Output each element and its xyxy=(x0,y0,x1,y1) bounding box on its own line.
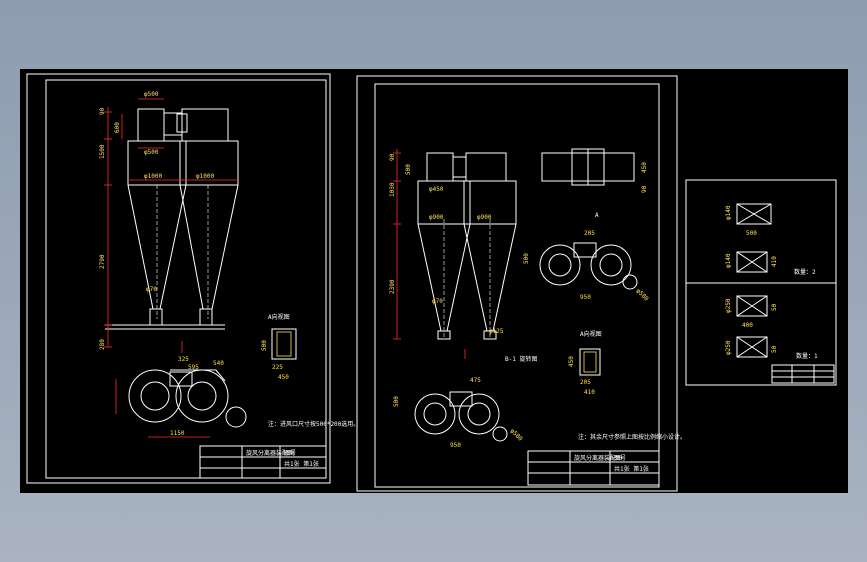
right-w3: 400 xyxy=(742,322,753,329)
dim-cone-h: 2790 xyxy=(99,254,106,269)
mid-plan-w2: 950 xyxy=(580,294,591,301)
left-vertical-dimensions: 90 600 1500 2790 280 xyxy=(99,107,123,350)
right-qty-top: 数量：2 xyxy=(794,268,816,276)
mid-title-meta1: 图号 xyxy=(614,455,626,462)
sheet-left-inner-border xyxy=(45,79,327,479)
left-title-block: 旋风分离器装配图 图号 共1张 第1张 xyxy=(199,445,327,479)
dim-plan-w1: 325 xyxy=(178,356,189,363)
middle-plan-view-lower: 475 500 950 φ580 xyxy=(393,377,524,449)
dim-body-dia1: φ1000 xyxy=(144,173,162,180)
dim-plan-total: 1150 xyxy=(170,430,185,437)
mid-dim-bottom-dia2: φ125 xyxy=(489,328,504,335)
left-section-w1: 225 xyxy=(272,364,283,371)
right-d3: φ250 xyxy=(725,298,732,313)
mid-section-title: A向视图 xyxy=(580,330,602,338)
middle-vertical-dimensions: 90 500 1030 2390 xyxy=(389,149,412,340)
left-elevation-view xyxy=(105,108,239,330)
middle-diameter-dims: φ450 φ900 φ900 φ70 φ125 xyxy=(429,186,504,335)
mid-plan2-h: 500 xyxy=(393,396,400,407)
sheet-left: 90 600 1500 2790 280 φ500 φ500 φ1000 φ10… xyxy=(26,73,359,484)
cad-model-space: .w { stroke:#ffffff; fill:none; stroke-w… xyxy=(20,69,848,493)
dim-top-dia: φ500 xyxy=(144,91,159,98)
sheet-left-outer-border xyxy=(26,73,331,484)
dim-inlet-h2: 600 xyxy=(114,122,121,133)
mid-plan2-w2: 950 xyxy=(450,442,461,449)
left-diameter-dims: φ500 φ500 φ1000 φ1000 φ70 xyxy=(128,91,238,293)
mid-plan-r: φ580 xyxy=(635,287,650,302)
mid-plan2-w1: 475 xyxy=(470,377,481,384)
mid-dim-bottom-dia1: φ70 xyxy=(432,298,443,305)
mid-rotate-note: B-1 旋转图 xyxy=(505,355,537,363)
sheet-right: φ140 500 φ140 410 数量：2 φ250 400 50 φ250 … xyxy=(685,179,837,386)
dim-base-h: 280 xyxy=(99,339,106,350)
right-d2: φ140 xyxy=(725,253,732,268)
left-title-name: 旋风分离器装配图 xyxy=(246,449,294,457)
mid-plan2-r: φ580 xyxy=(509,427,524,442)
mid-arrow-a: A xyxy=(595,212,599,219)
mid-dim-body-dia2: φ900 xyxy=(477,214,492,221)
right-w2: 410 xyxy=(771,256,778,267)
mid-dim-h3: 1030 xyxy=(389,182,396,197)
left-note: 注：进风口尺寸按500*200选用。 xyxy=(268,420,359,428)
dim-inlet-h1: 90 xyxy=(99,107,106,115)
cad-drawing: .w { stroke:#ffffff; fill:none; stroke-w… xyxy=(26,73,837,492)
middle-section-a-view: A向视图 450 205 410 xyxy=(568,330,602,396)
middle-elevation-view xyxy=(417,152,517,340)
mid-title-name: 旋风分离器装配图 xyxy=(574,454,622,462)
sheet-middle-outer-border xyxy=(356,75,678,492)
mid-plan-w1: 205 xyxy=(584,230,595,237)
left-section-w2: 450 xyxy=(278,374,289,381)
mid-dim-body-dia1: φ900 xyxy=(429,214,444,221)
mid-dim-h1: 90 xyxy=(389,153,396,161)
mid-dim-cone-h: 2390 xyxy=(389,279,396,294)
right-w1: 500 xyxy=(746,230,757,237)
left-section-title: A向视图 xyxy=(268,313,290,321)
right-d4: φ250 xyxy=(725,340,732,355)
sheet-middle: 90 500 1030 2390 φ450 φ900 φ900 φ70 φ125… xyxy=(356,75,686,492)
mid-section-w1: 205 xyxy=(580,379,591,386)
right-d1: φ140 xyxy=(725,205,732,220)
right-part-3: φ250 400 50 xyxy=(725,295,778,329)
left-plan-view: 1150 325 595 540 xyxy=(115,341,247,438)
right-part-2: φ140 410 xyxy=(725,251,778,273)
mid-section-h: 450 xyxy=(568,356,575,367)
mid-dim-h2: 500 xyxy=(405,164,412,175)
middle-title-block: 旋风分离器装配图 图号 共1张 第1张 xyxy=(527,450,660,486)
mid-dim-side-h: 450 xyxy=(641,162,648,173)
middle-plan-view-upper: A 205 500 950 φ580 xyxy=(523,212,650,303)
left-title-meta2: 共1张 第1张 xyxy=(284,460,319,468)
mid-dim-top-dia: φ450 xyxy=(429,186,444,193)
right-title-block xyxy=(771,364,835,384)
mid-title-meta2: 共1张 第1张 xyxy=(614,465,649,473)
left-title-meta1: 图号 xyxy=(284,450,296,457)
middle-side-view: 450 90 xyxy=(541,148,648,193)
left-section-a-view: A向视图 500 225 450 xyxy=(261,313,297,381)
dim-plan-w2: 595 xyxy=(188,364,199,371)
mid-note: 注：其余尺寸参照上图按比例缩小设计。 xyxy=(578,433,686,441)
dim-plan-w3: 540 xyxy=(213,360,224,367)
mid-dim-side-h2: 90 xyxy=(641,185,648,193)
left-section-h: 500 xyxy=(261,340,268,351)
dim-upper-h: 1500 xyxy=(99,144,106,159)
mid-section-w2: 410 xyxy=(584,389,595,396)
right-qty-bottom: 数量：1 xyxy=(796,352,818,360)
sheet-middle-inner-border xyxy=(374,83,660,488)
dim-bottom-dia: φ70 xyxy=(146,286,157,293)
right-h3: 50 xyxy=(771,303,778,311)
mid-plan-h: 500 xyxy=(523,253,530,264)
dim-body-dia2: φ1000 xyxy=(196,173,214,180)
right-part-4: φ250 50 xyxy=(725,336,778,358)
right-part-1: φ140 500 xyxy=(725,203,772,237)
dim-mid-dia: φ500 xyxy=(144,149,159,156)
right-h4: 50 xyxy=(771,345,778,353)
